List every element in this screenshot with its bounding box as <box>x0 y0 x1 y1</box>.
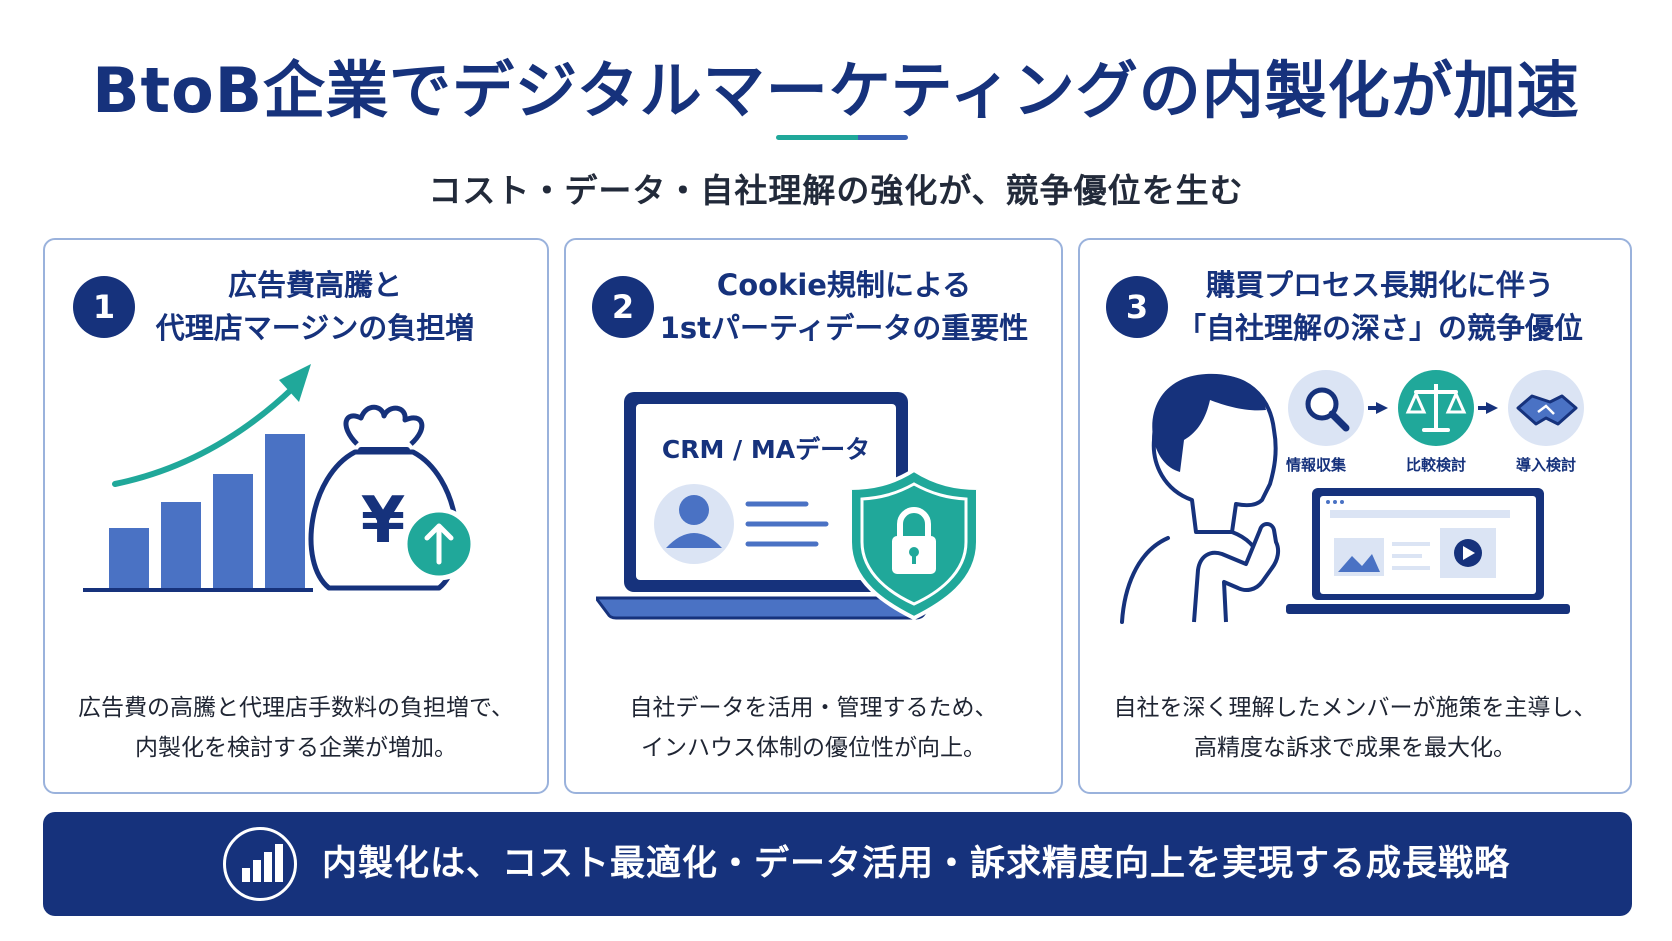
page-title: BtoB企業でデジタルマーケティングの内製化が加速 <box>92 54 1580 127</box>
card-heading-line2: 「自社理解の深さ」の競争優位 <box>1176 311 1583 345</box>
step-label-information: 情報収集 <box>1285 456 1346 474</box>
card-desc-line2: 内製化を検討する企業が増加。 <box>135 735 457 761</box>
bar-chart-icon <box>83 434 313 592</box>
card-heading: 購買プロセス長期化に伴う 「自社理解の深さ」の競争優位 <box>1160 264 1600 350</box>
card-heading-line1: 広告費高騰と <box>227 268 402 302</box>
step-label-comparison: 比較検討 <box>1405 456 1466 474</box>
scales-icon <box>1398 370 1474 446</box>
handshake-icon <box>1508 370 1584 446</box>
card-description: 自社データを活用・管理するため、 インハウス体制の優位性が向上。 <box>566 688 1061 768</box>
magnifier-icon <box>1288 370 1364 446</box>
crm-ma-data-label: CRM / MAデータ <box>661 435 871 464</box>
laptop-icon <box>1286 488 1570 614</box>
up-arrow-icon <box>402 507 476 581</box>
summary-banner: 内製化は、コスト最適化・データ活用・訴求精度向上を実現する成長戦略 <box>43 812 1632 916</box>
page-subtitle: コスト・データ・自社理解の強化が、競争優位を生む <box>428 171 1244 210</box>
card-description: 広告費の高騰と代理店手数料の負担増で、 内製化を検討する企業が増加。 <box>45 688 547 768</box>
card-heading-line1: 購買プロセス長期化に伴う <box>1205 268 1554 302</box>
card-desc-line1: 自社を深く理解したメンバーが施策を主導し、 <box>1113 695 1597 721</box>
summary-text: 内製化は、コスト最適化・データ活用・訴求精度向上を実現する成長戦略 <box>322 844 1511 884</box>
card-heading: Cookie規制による 1stパーティデータの重要性 <box>636 264 1052 350</box>
card-desc-line2: 高精度な訴求で成果を最大化。 <box>1194 735 1516 761</box>
svg-text:¥: ¥ <box>361 484 406 558</box>
card-heading: 広告費高騰と 代理店マージンの負担増 <box>115 264 515 350</box>
card-number-badge: 1 <box>73 276 135 338</box>
bar-chart-icon <box>223 827 297 901</box>
card-heading-line2: 代理店マージンの負担増 <box>155 311 475 345</box>
trend-arrow-icon <box>112 364 311 487</box>
ad-cost-illustration: ¥ <box>83 364 476 592</box>
card-description: 自社を深く理解したメンバーが施策を主導し、 高精度な訴求で成果を最大化。 <box>1080 688 1630 768</box>
user-profile-icon <box>654 484 829 564</box>
yen-money-bag-icon: ¥ <box>308 404 460 591</box>
card-desc-line2: インハウス体制の優位性が向上。 <box>641 735 986 761</box>
card-self-understanding: 3 購買プロセス長期化に伴う 「自社理解の深さ」の競争優位 <box>1078 238 1632 794</box>
title-underline <box>776 135 908 140</box>
card-first-party-data: 2 Cookie規制による 1stパーティデータの重要性 CRM / MAデータ <box>564 238 1063 794</box>
card-number-badge: 2 <box>592 276 654 338</box>
card-ad-cost: 1 広告費高騰と 代理店マージンの負担増 ¥ 広告費の高騰と代理店手数料 <box>43 238 549 794</box>
buying-process-illustration <box>1120 370 1584 624</box>
step-label-adoption: 導入検討 <box>1515 456 1576 474</box>
card-desc-line1: 自社データを活用・管理するため、 <box>629 695 998 721</box>
card-heading-line2: 1stパーティデータの重要性 <box>659 311 1029 345</box>
card-desc-line1: 広告費の高騰と代理店手数料の負担増で、 <box>77 695 515 721</box>
thinking-person-icon <box>1120 373 1281 624</box>
laptop-data-illustration <box>596 392 980 621</box>
shield-lock-icon <box>848 467 980 621</box>
card-number-badge: 3 <box>1106 276 1168 338</box>
card-heading-line1: Cookie規制による <box>716 268 972 302</box>
